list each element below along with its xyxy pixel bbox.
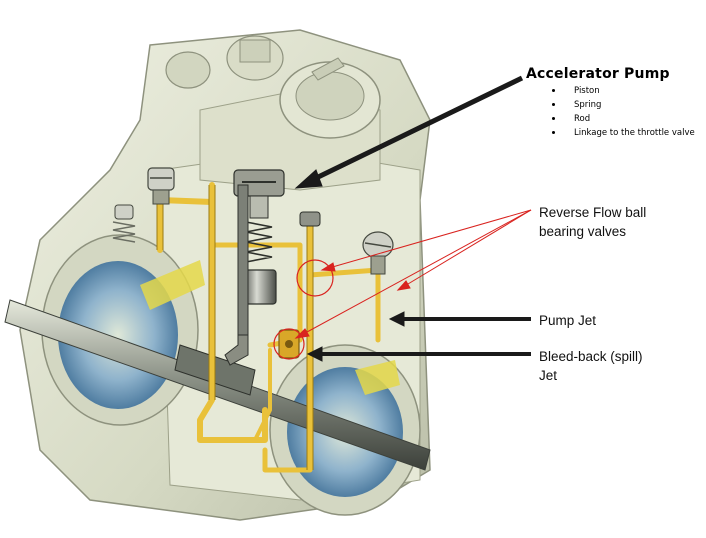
part-item-rod: Rod	[552, 112, 695, 126]
idle-spring-screw	[112, 204, 136, 243]
accelerator-pump-parts-list: Piston Spring Rod Linkage to the throttl…	[552, 84, 695, 140]
ball-valve-highlights	[273, 259, 334, 360]
accelerator-pump-pointer-line	[310, 75, 524, 183]
pump-jet-label: Pump Jet	[539, 313, 597, 328]
pointer-arrow-right	[396, 280, 411, 291]
accelerator-pump-pointer-head	[294, 169, 323, 189]
pump-jet-pointer-head	[388, 311, 405, 327]
pointer-arrow-upper	[320, 262, 336, 272]
lower-ball-valve-circle	[273, 328, 305, 360]
pump-jet-nozzle	[299, 211, 321, 227]
pointer-line-lower	[295, 209, 532, 339]
pointer-line-upper	[321, 209, 532, 271]
bleed-back-jet-label: Bleed-back (spill) Jet	[539, 349, 643, 383]
reverse-flow-valves-label: Reverse Flow ball bearing valves	[539, 205, 647, 239]
part-item-linkage: Linkage to the throttle valve	[552, 126, 695, 140]
pointer-line-right	[397, 209, 532, 291]
part-item-piston: Piston	[552, 84, 695, 98]
bleed-back-pointer-head	[306, 346, 323, 362]
black-pointers	[294, 75, 531, 362]
bleed-back-jet	[278, 329, 300, 359]
pointer-arrow-lower	[294, 328, 310, 339]
upper-ball-valve-circle	[296, 259, 334, 297]
float-chamber-cap	[165, 35, 381, 139]
accelerator-pump-title: Accelerator Pump	[526, 66, 670, 82]
reverse-flow-pointers	[294, 209, 532, 339]
part-item-spring: Spring	[552, 98, 695, 112]
accelerator-pump-assembly	[224, 169, 285, 366]
left-mixture-screw	[147, 167, 175, 205]
fuel-passage-outlines	[156, 185, 314, 470]
